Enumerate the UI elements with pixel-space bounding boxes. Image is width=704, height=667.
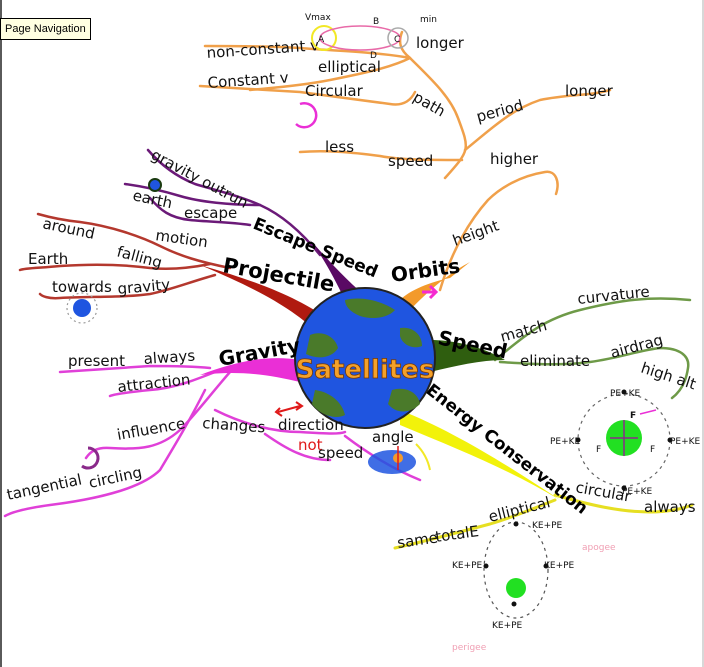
word-around: around xyxy=(41,214,96,243)
angle-sketch xyxy=(368,443,431,474)
earth-globe: Satellites xyxy=(294,287,436,429)
center-label: Satellites xyxy=(296,355,435,385)
vmin-note: min xyxy=(420,15,437,25)
branch-energy-line xyxy=(400,410,560,500)
energy-subbranches xyxy=(393,493,694,550)
word-always: always xyxy=(143,346,196,368)
word-angle: angle xyxy=(372,428,414,446)
force-top: F xyxy=(630,411,636,421)
orbits-accent-arrow xyxy=(422,284,439,300)
point-c: C xyxy=(394,35,400,45)
circular-orbit-diagram: PE+KE PE+KE PE+KE PE+KE F F F xyxy=(550,389,701,497)
word-eliminate: eliminate xyxy=(520,352,590,370)
word-speed-gravity: speed xyxy=(318,444,363,462)
word-total-e: totalE xyxy=(434,522,480,546)
pe-ke-left: PE+KE xyxy=(550,437,581,447)
word-less: less xyxy=(325,138,354,156)
word-direction: direction xyxy=(278,416,344,434)
word-non-constant-v: non-constant v xyxy=(206,36,320,62)
branch-orbits-line xyxy=(400,262,470,310)
elliptical-orbit-diagram: KE+PE KE+PE KE+PE KE+PE apogee perigee xyxy=(452,521,616,653)
escape-subbranches xyxy=(123,148,322,257)
word-tangential: tangential xyxy=(5,470,83,503)
word-height: height xyxy=(450,216,501,249)
word-present: present xyxy=(68,352,125,370)
word-circular: Circular xyxy=(305,82,364,100)
ke-pe-right: KE+PE xyxy=(544,561,575,571)
orbit-sketch: A B C D Vmax min xyxy=(305,13,437,61)
pe-ke-bottom: PE+KE xyxy=(622,487,653,497)
word-elliptical: elliptical xyxy=(318,58,381,76)
word-speed-orbit: speed xyxy=(388,152,433,170)
label-orbits: Orbits xyxy=(389,254,461,287)
word-towards: towards xyxy=(52,278,112,296)
page-navigation-tooltip: Page Navigation xyxy=(0,18,91,40)
word-longer-path: longer xyxy=(416,34,465,52)
window-left-border xyxy=(0,0,2,667)
word-constant-v: Constant v xyxy=(207,68,289,92)
ke-pe-bottom: KE+PE xyxy=(492,621,523,631)
ke-pe-left: KE+PE xyxy=(452,561,483,571)
point-b: B xyxy=(373,17,379,27)
label-perigee: perigee xyxy=(452,643,487,653)
word-always-energy: always xyxy=(644,498,696,516)
word-changes: changes xyxy=(202,414,266,436)
force-right: F xyxy=(650,445,655,455)
word-longer-period: longer xyxy=(565,82,614,100)
word-escape: escape xyxy=(184,204,237,222)
projectile-earth-icon xyxy=(73,299,91,317)
word-curvature: curvature xyxy=(577,283,651,308)
projectile-subbranches xyxy=(18,212,232,300)
ke-pe-top: KE+PE xyxy=(532,521,563,531)
word-match: match xyxy=(498,316,548,346)
word-airdrag: airdrag xyxy=(608,331,665,362)
vmax-note: Vmax xyxy=(305,13,331,23)
word-higher: higher xyxy=(490,150,539,168)
window-right-border xyxy=(702,0,704,667)
word-earth: Earth xyxy=(28,250,68,268)
direction-arrow-icon xyxy=(274,401,304,417)
force-left: F xyxy=(596,445,601,455)
branch-speed-line xyxy=(430,340,505,372)
word-earth-escape: earth xyxy=(131,186,174,212)
word-influence: influence xyxy=(116,414,187,444)
speed-subbranches xyxy=(493,297,692,400)
circular-orbit-icon xyxy=(295,102,318,129)
small-earth-icon xyxy=(148,178,162,192)
pe-ke-right: PE+KE xyxy=(670,437,701,447)
pe-ke-top: PE+KE xyxy=(610,389,641,399)
word-not: not xyxy=(298,436,323,454)
word-circling: circling xyxy=(87,463,143,492)
circling-arrow-icon xyxy=(81,446,100,470)
word-gravity-projectile: gravity xyxy=(117,275,171,298)
point-d: D xyxy=(370,51,377,61)
word-same: same xyxy=(396,528,439,552)
branch-gravity-line xyxy=(200,358,300,382)
branch-escape-line xyxy=(310,240,370,300)
point-a: A xyxy=(318,35,325,45)
word-attraction: attraction xyxy=(117,370,192,396)
label-energy-conservation: Energy Conservation xyxy=(422,380,591,519)
label-apogee: apogee xyxy=(582,543,616,553)
